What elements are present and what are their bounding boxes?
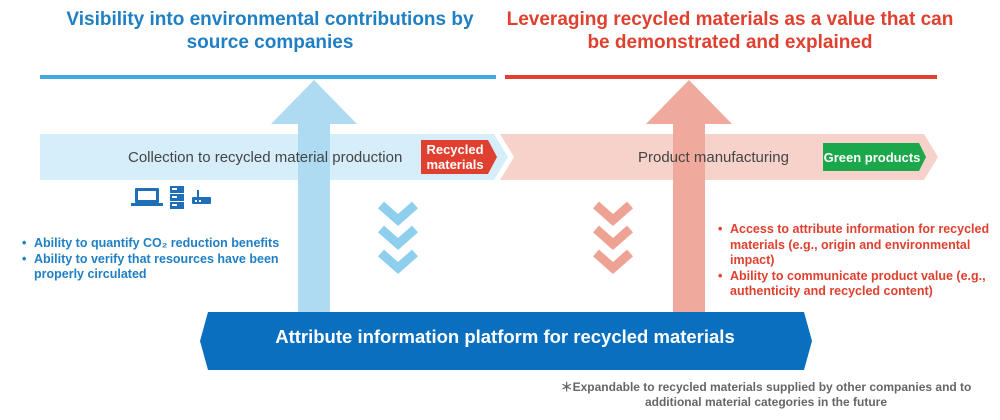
right-bullet-2-text: Ability to communicate product value (e.… xyxy=(730,268,986,299)
green-products-tag: Green products xyxy=(823,149,921,165)
router-icon xyxy=(192,190,211,204)
right-stage-label: Product manufacturing xyxy=(638,149,789,166)
bullet-marker: • xyxy=(718,268,723,283)
left-chevron-3 xyxy=(378,249,418,275)
left-chevrons xyxy=(378,201,418,275)
right-chevron-3 xyxy=(593,249,633,275)
left-flow-band xyxy=(40,134,508,180)
right-bullet-list: • Access to attribute information for re… xyxy=(718,222,1000,300)
recycled-tag-shape xyxy=(421,140,497,174)
bullet-marker: • xyxy=(22,236,27,250)
left-chevron-1 xyxy=(378,201,418,227)
left-bullet-2: • Ability to verify that resources have … xyxy=(22,252,312,283)
server-icon xyxy=(170,186,184,209)
left-bullet-2-text: Ability to verify that resources have be… xyxy=(34,251,279,282)
footnote: ＊Expandable to recycled materials suppli… xyxy=(560,380,972,409)
left-title-underline xyxy=(40,75,496,79)
right-vertical-arrow xyxy=(646,80,732,312)
right-chevrons xyxy=(593,201,633,275)
left-title: Visibility into environmental contributi… xyxy=(66,9,474,53)
green-tag-shape xyxy=(823,143,926,171)
left-stage-label: Collection to recycled material producti… xyxy=(128,149,403,166)
left-bullet-1: • Ability to quantify CO₂ reduction bene… xyxy=(22,236,312,252)
recycled-materials-tag: Recycled materials xyxy=(426,142,484,172)
right-chevron-2 xyxy=(593,225,633,251)
right-bullet-1: • Access to attribute information for re… xyxy=(718,222,1000,269)
left-bullet-1-text: Ability to quantify CO₂ reduction benefi… xyxy=(34,236,280,250)
right-bullet-2: • Ability to communicate product value (… xyxy=(718,269,1000,300)
right-bullet-1-text: Access to attribute information for recy… xyxy=(730,222,990,267)
right-title: Leveraging recycled materials as a value… xyxy=(506,9,954,53)
platform-label: Attribute information platform for recyc… xyxy=(275,326,735,347)
left-vertical-arrow xyxy=(271,80,357,312)
right-title-underline xyxy=(505,75,937,79)
laptop-icon xyxy=(131,188,163,206)
left-bullet-list: • Ability to quantify CO₂ reduction bene… xyxy=(22,236,312,283)
left-chevron-2 xyxy=(378,225,418,251)
bullet-marker: • xyxy=(22,251,27,266)
bullet-marker: • xyxy=(718,222,723,236)
right-chevron-1 xyxy=(593,201,633,227)
platform-bar xyxy=(200,312,812,370)
